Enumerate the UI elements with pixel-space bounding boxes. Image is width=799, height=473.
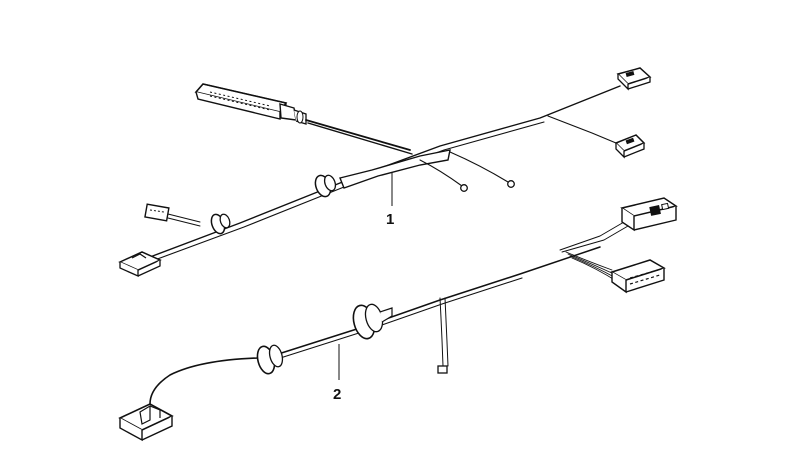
harness-1 [118, 67, 652, 278]
multi-pin-connector-lower-right [610, 259, 666, 294]
grommet [352, 303, 393, 340]
small-connector-left [144, 203, 170, 222]
ring-terminal [507, 180, 515, 188]
ring-terminal [460, 184, 468, 192]
grommet [256, 344, 284, 375]
multi-pin-connector [194, 83, 307, 125]
plug-connector-top-right [616, 67, 652, 91]
callout-label-2: 2 [333, 386, 341, 403]
plug-connector-bottom-left [118, 251, 162, 278]
grommet [314, 174, 337, 198]
small-terminal [437, 365, 448, 374]
callout-label-1: 1 [386, 211, 394, 228]
grommet [210, 213, 231, 235]
harness-2 [118, 197, 678, 442]
rect-connector-upper-right [620, 197, 678, 232]
plug-connector-right [614, 134, 646, 159]
plug-connector-bottom-left-2 [118, 403, 174, 442]
